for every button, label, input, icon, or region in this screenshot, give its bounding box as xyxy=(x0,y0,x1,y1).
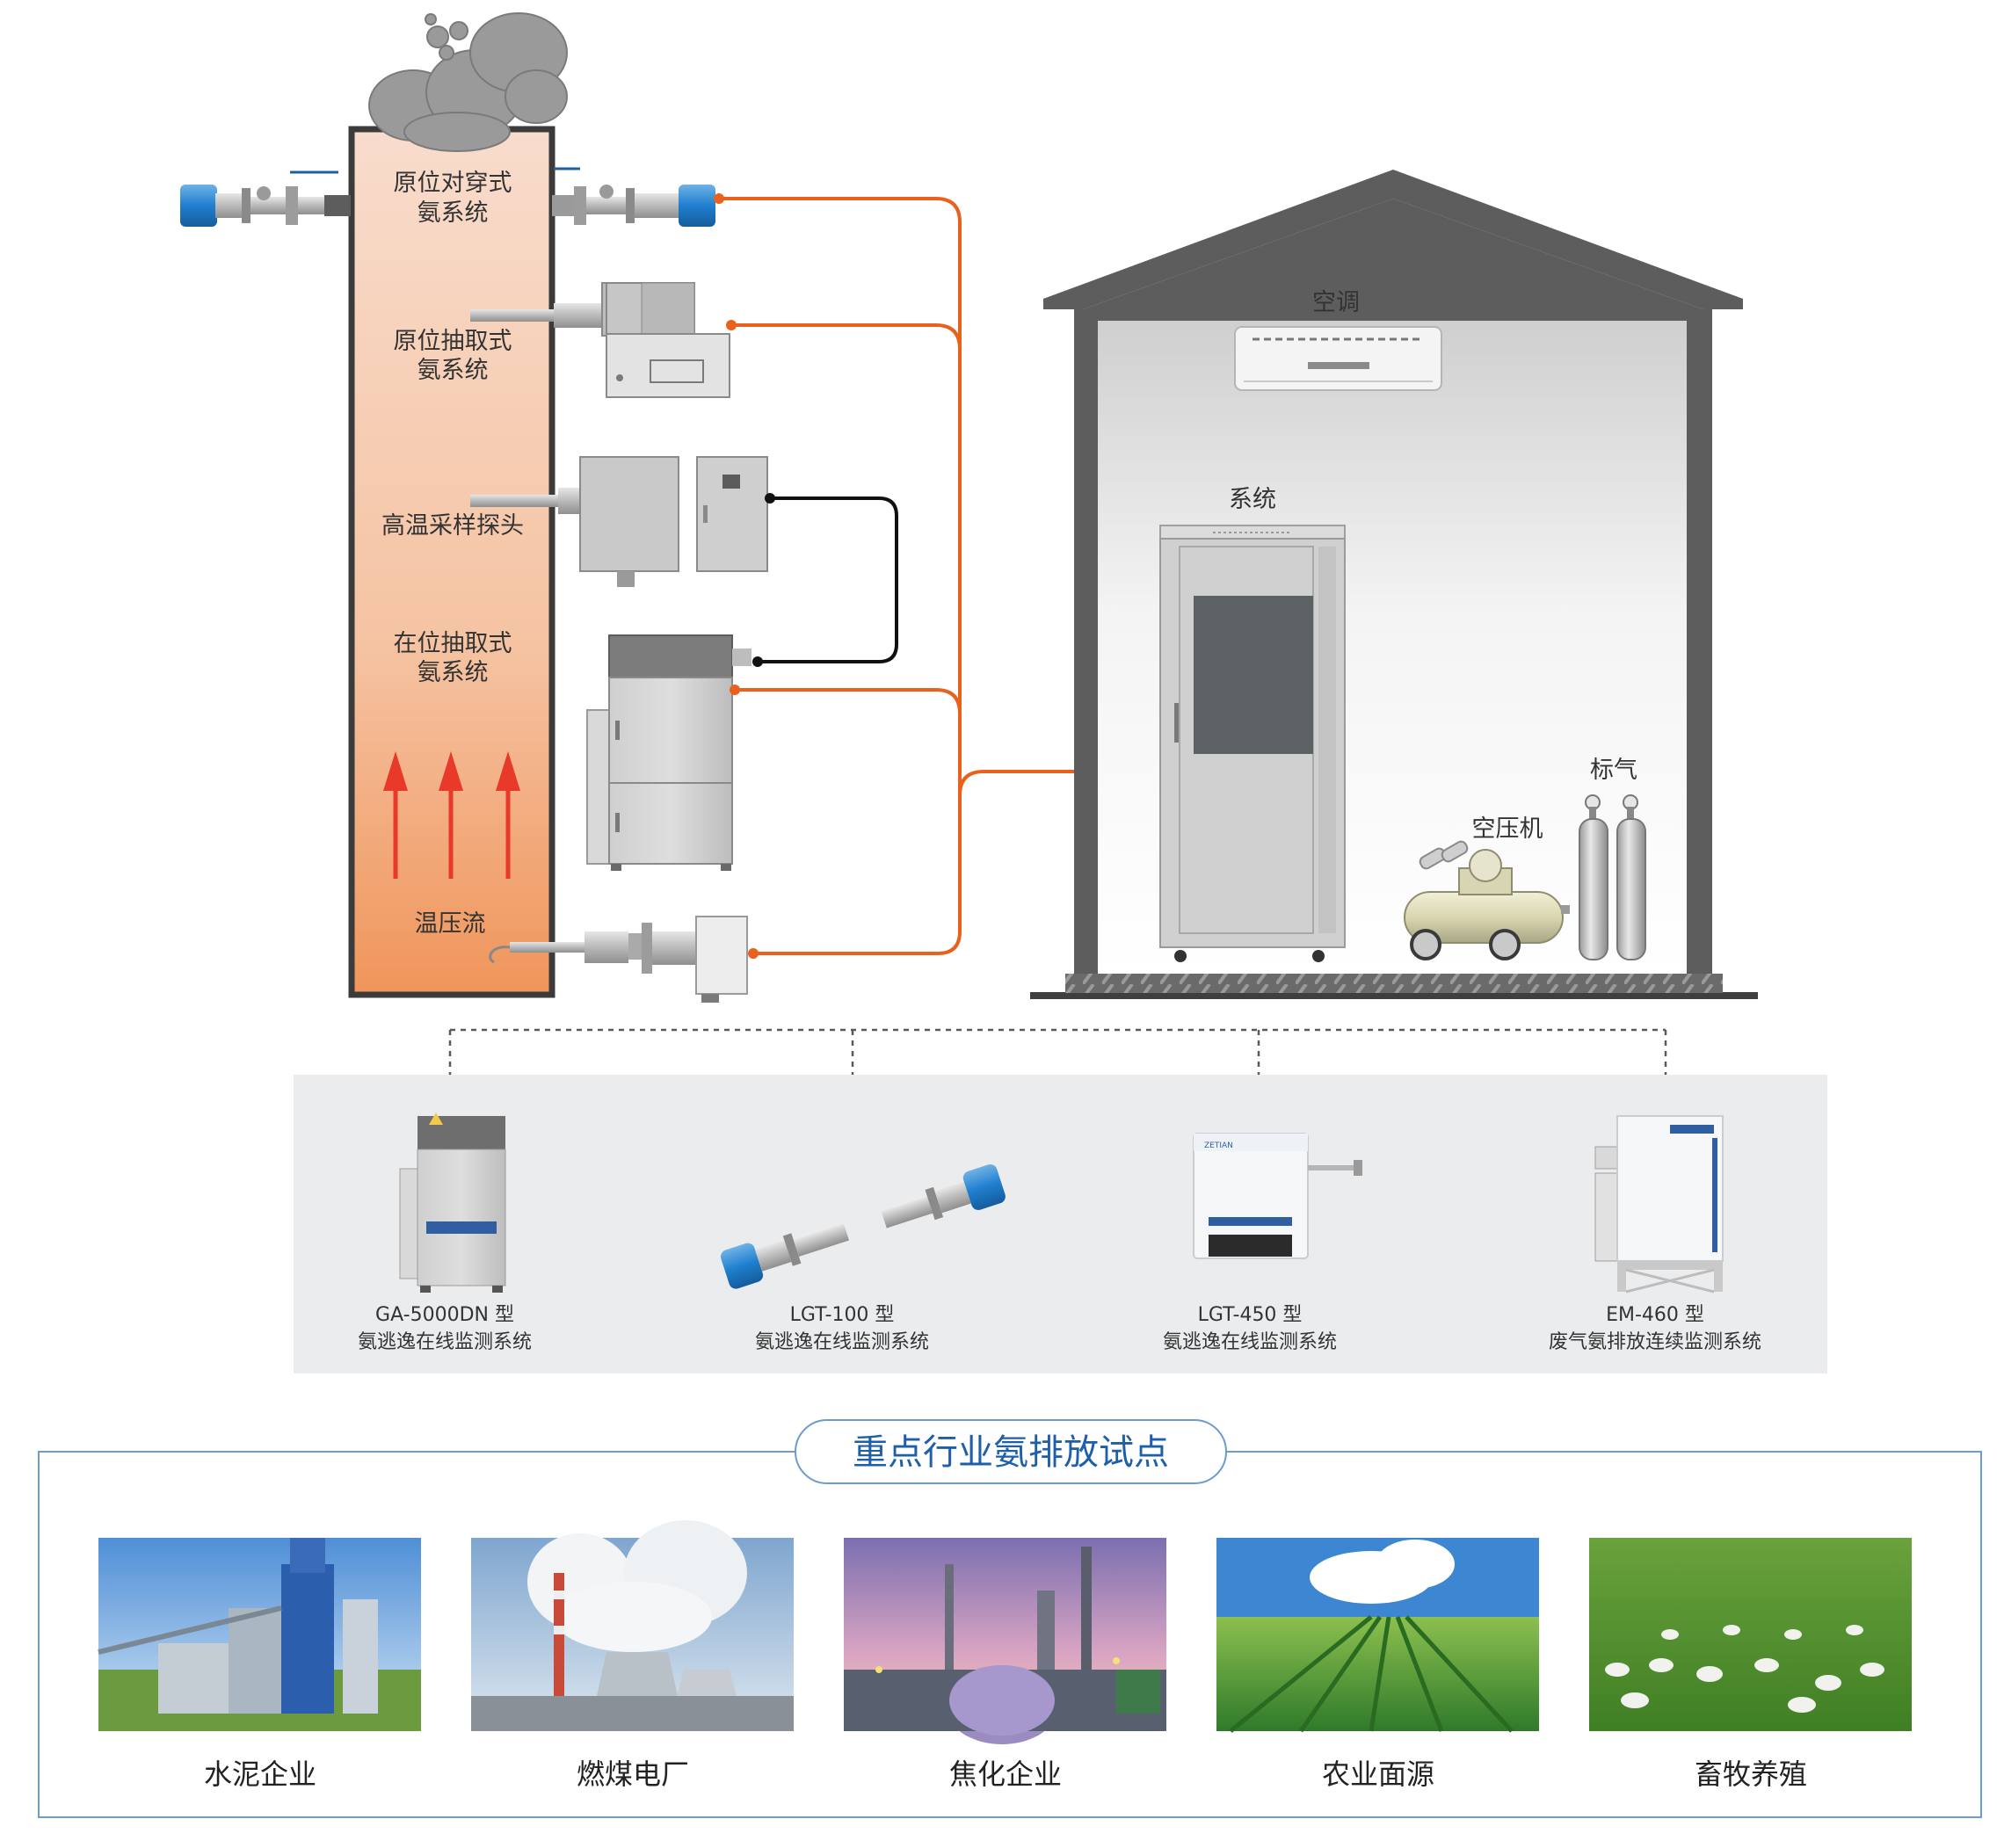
product-model-lgt100: LGT-100 型 xyxy=(790,1304,895,1326)
product-image-lgt100 xyxy=(720,1164,1006,1289)
shelter-floor xyxy=(1030,992,1758,999)
industry-coal-power: 燃煤电厂 xyxy=(577,1757,689,1791)
dashed-connectors xyxy=(448,1028,1667,1103)
label-system: 系统 xyxy=(1229,486,1276,513)
flow-arrows xyxy=(383,751,520,879)
label-compressor: 空压机 xyxy=(1472,815,1543,843)
label-cross-line2: 氨系统 xyxy=(418,199,489,227)
photo-cement-plant xyxy=(98,1538,421,1731)
svg-text:ZETIAN: ZETIAN xyxy=(1204,1141,1233,1150)
smoke-cloud xyxy=(368,12,568,152)
product-image-em460 xyxy=(1594,1115,1724,1294)
cross-stack-analyzer-left xyxy=(180,170,351,227)
shelter-roof xyxy=(1043,170,1743,309)
photo-coking-plant xyxy=(844,1538,1166,1744)
air-conditioner xyxy=(1234,326,1442,391)
label-insitu-line1: 在位抽取式 xyxy=(394,630,512,657)
label-probe: 高温采样探头 xyxy=(381,512,524,540)
industry-cement: 水泥企业 xyxy=(204,1757,316,1791)
black-line-probe xyxy=(758,496,898,663)
orange-line-cross xyxy=(719,197,962,955)
stack: 原位对穿式 氨系统 原位抽取式 氨系统 高温采样探头 在位抽取式 氨系统 温压流 xyxy=(348,12,568,998)
label-extract-line2: 氨系统 xyxy=(418,357,489,384)
label-std-gas: 标气 xyxy=(1590,757,1637,784)
high-temp-probe xyxy=(470,456,768,587)
label-insitu-line2: 氨系统 xyxy=(418,659,489,686)
analyzer-shelter: 空调 系统 空压机 xyxy=(1030,170,1758,999)
industry-coking: 焦化企业 xyxy=(949,1757,1062,1791)
extractive-analyzer xyxy=(470,282,730,398)
orange-line-insitu xyxy=(735,688,962,714)
pilot-title-pill xyxy=(795,1419,1227,1484)
product-image-ga5000dn xyxy=(399,1112,506,1293)
pilot-title: 重点行业氨排放试点 xyxy=(853,1432,1169,1473)
product-desc-lgt450: 氨逃逸在线监测系统 xyxy=(1163,1331,1337,1353)
signal-lines xyxy=(719,197,1154,955)
industry-livestock: 畜牧养殖 xyxy=(1695,1757,1807,1791)
product-model-lgt450: LGT-450 型 xyxy=(1198,1304,1303,1326)
label-cross-line1: 原位对穿式 xyxy=(394,170,512,197)
product-desc-ga5000dn: 氨逃逸在线监测系统 xyxy=(358,1331,532,1353)
product-desc-lgt100: 氨逃逸在线监测系统 xyxy=(755,1331,929,1353)
product-desc-em460: 废气氨排放连续监测系统 xyxy=(1549,1331,1761,1353)
orange-line-extract xyxy=(731,323,962,350)
temp-pressure-flow-probe xyxy=(489,916,748,1003)
product-strip: ZETIAN GA-5000DN 型 氨逃逸在线监测系统 LGT-100 型 氨… xyxy=(294,1028,1827,1373)
photo-farmland xyxy=(1216,1538,1539,1733)
product-model-ga5000dn: GA-5000DN 型 xyxy=(375,1304,514,1326)
air-compressor xyxy=(1404,840,1570,960)
label-extract-line1: 原位抽取式 xyxy=(394,328,512,355)
label-ac: 空调 xyxy=(1312,289,1360,316)
insitu-extractive-cabinet xyxy=(586,634,752,871)
product-panel xyxy=(294,1075,1827,1373)
gas-cylinders xyxy=(1579,794,1646,960)
cross-stack-analyzer-right xyxy=(552,167,715,227)
industry-agriculture: 农业面源 xyxy=(1322,1757,1434,1791)
label-tpf: 温压流 xyxy=(415,910,486,938)
orange-line-system xyxy=(958,770,1154,796)
pilot-industries-panel: 重点行业氨排放试点 xyxy=(38,1419,1982,1818)
product-model-em460: EM-460 型 xyxy=(1606,1304,1704,1326)
photo-livestock xyxy=(1589,1538,1912,1731)
system-cabinet xyxy=(1159,525,1346,962)
photo-coal-power-plant xyxy=(471,1520,794,1731)
product-image-lgt450: ZETIAN xyxy=(1193,1133,1362,1259)
